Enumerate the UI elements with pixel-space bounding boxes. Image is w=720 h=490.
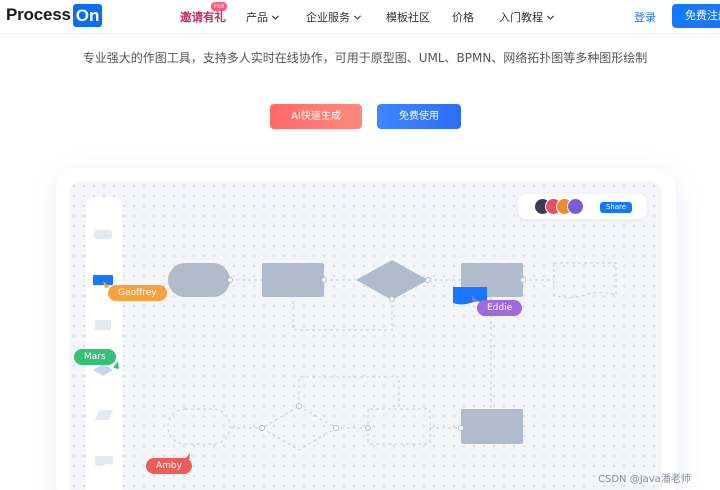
watermark: CSDN @Java潘老师 — [598, 474, 691, 485]
nav-item-label: 企业服务 — [306, 11, 350, 24]
top-nav: Process On 邀请有礼 Hot 产品 企业服务 模板社区 价格 入门教程… — [0, 0, 720, 34]
nav-item-label: 模板社区 — [386, 11, 430, 24]
signup-button[interactable]: 免费注册 — [672, 4, 720, 28]
processon-logo[interactable]: Process On — [6, 3, 103, 27]
share-button[interactable]: Share — [600, 202, 632, 213]
chevron-down-icon — [271, 14, 280, 20]
login-link[interactable]: 登录 — [634, 11, 656, 24]
rectangle-shape-icon[interactable] — [93, 275, 113, 285]
diamond-shape-icon[interactable] — [92, 363, 114, 377]
nav-item-label: 入门教程 — [499, 11, 543, 24]
nav-item-label: 价格 — [452, 11, 474, 24]
square-shape-icon[interactable] — [95, 320, 111, 330]
cursor-icon — [103, 281, 110, 288]
nav-item-pricing[interactable]: 价格 — [452, 9, 474, 25]
invite-label: 邀请有礼 — [180, 10, 226, 24]
nav-item-tutorial[interactable]: 入门教程 — [499, 9, 555, 25]
nav-item-product[interactable]: 产品 — [246, 9, 280, 25]
nav-item-label: 产品 — [246, 11, 268, 24]
shape-toolbar — [86, 197, 122, 490]
chevron-down-icon — [353, 14, 362, 20]
nav-item-templates[interactable]: 模板社区 — [386, 9, 430, 25]
cursor-icon — [471, 295, 478, 302]
ai-generate-button[interactable]: AI快速生成 — [270, 104, 362, 129]
nav-invite[interactable]: 邀请有礼 Hot — [180, 2, 228, 25]
logo-box: On — [72, 3, 103, 27]
hero-subtitle: 专业强大的作图工具，支持多人实时在线协作，可用于原型图、UML、BPMN、网络拓… — [82, 51, 648, 65]
collaborator-avatar[interactable] — [567, 198, 584, 215]
chevron-down-icon — [546, 14, 555, 20]
collaborator-tag-mars: Mars — [74, 349, 116, 365]
hot-badge: Hot — [211, 2, 228, 11]
demo-canvas — [69, 181, 662, 490]
collaborator-tag-geoffrey: Geoffrey — [108, 285, 167, 301]
collaborator-tag-eddie: Eddie — [477, 300, 523, 316]
free-use-button[interactable]: 免费使用 — [377, 104, 461, 129]
logo-text: Process — [6, 5, 71, 24]
cursor-icon — [113, 361, 119, 369]
document-shape-icon[interactable] — [94, 455, 114, 467]
parallelogram-shape-icon[interactable] — [94, 409, 114, 421]
nav-item-enterprise[interactable]: 企业服务 — [306, 9, 362, 25]
rounded-rect-shape-icon[interactable] — [94, 230, 112, 239]
collaborator-tag-amby: Amby — [146, 458, 192, 474]
